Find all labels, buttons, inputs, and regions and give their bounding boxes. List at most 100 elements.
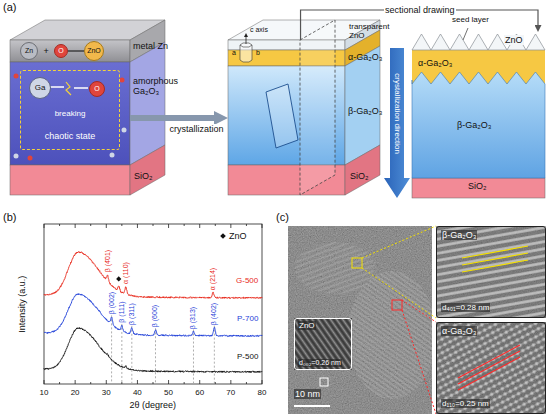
dashed-box: breakingchaotic stateGaO bbox=[20, 70, 120, 150]
node-text: transparent ZnO bbox=[349, 22, 397, 40]
tick bbox=[59, 382, 60, 384]
connector-label: sectional drawing bbox=[384, 5, 456, 15]
tick bbox=[137, 380, 138, 384]
tick-label: 20 bbox=[71, 388, 80, 397]
break-mark bbox=[66, 82, 71, 95]
peak-guide bbox=[155, 328, 156, 383]
atom-circle: O bbox=[54, 44, 68, 58]
atom-dot bbox=[110, 153, 115, 158]
atom-label: Ga bbox=[35, 83, 46, 92]
zno-marker bbox=[116, 276, 121, 281]
tick bbox=[262, 380, 263, 384]
seed-triangle bbox=[412, 34, 431, 50]
beta-band bbox=[412, 72, 545, 178]
axis-head bbox=[244, 33, 248, 37]
legend-text: ZnO bbox=[229, 231, 247, 241]
atom-circle: O bbox=[89, 81, 105, 97]
bond-line bbox=[68, 50, 84, 51]
direction-arrow bbox=[384, 48, 410, 198]
layer-band: SiO₂ bbox=[412, 178, 545, 198]
layer-band: ZnO bbox=[412, 32, 545, 50]
series-label: G-500 bbox=[236, 276, 258, 285]
node-text: ZnO bbox=[504, 35, 524, 45]
peak-label: β (600) bbox=[152, 305, 160, 327]
tick bbox=[75, 224, 76, 228]
front-face bbox=[10, 62, 130, 165]
layer-band: SiO₂ bbox=[10, 165, 130, 195]
axis-label: b bbox=[256, 49, 260, 57]
spacing-mark bbox=[462, 253, 528, 265]
node-text: chaotic state bbox=[21, 131, 119, 141]
inset-ground bbox=[436, 322, 546, 414]
tick bbox=[230, 224, 231, 228]
crystallization-arrow bbox=[130, 115, 214, 121]
node-text: ZnO bbox=[298, 321, 316, 330]
connector-label: crystallization bbox=[169, 124, 225, 134]
broken-bond bbox=[74, 87, 88, 89]
zoom-leader bbox=[362, 268, 436, 318]
side-face bbox=[345, 46, 380, 165]
panel-a-illustration bbox=[10, 20, 545, 198]
node-text: β-Ga₂O₃ bbox=[441, 230, 477, 240]
atom-dot bbox=[14, 74, 19, 79]
tick bbox=[246, 224, 247, 226]
xrd-curve bbox=[44, 328, 262, 373]
tem-inset: α-Ga₂O₃d₁₁₀=0.25 nm bbox=[436, 322, 546, 414]
atom-dot bbox=[14, 154, 19, 159]
axis-title: 2θ (degree) bbox=[130, 400, 177, 410]
layer-band: amorphous Ga₂O₃breakingchaotic stateGaO bbox=[10, 62, 130, 165]
inset-ground bbox=[436, 226, 546, 318]
atom-dot bbox=[28, 156, 33, 161]
inset-noise bbox=[436, 322, 546, 414]
seed-triangle bbox=[431, 34, 450, 50]
peak-guide bbox=[121, 324, 122, 383]
section-plane bbox=[300, 20, 335, 195]
xrd-curve bbox=[44, 251, 262, 298]
side-face bbox=[130, 42, 165, 165]
unit-cell bbox=[266, 84, 298, 148]
layer-band: transparent ZnO bbox=[228, 40, 345, 50]
panel-letter: (b) bbox=[3, 211, 16, 224]
zoom-leader bbox=[402, 310, 436, 414]
node-text: α-Ga₂O₃ bbox=[441, 326, 477, 336]
node-text: SiO₂ bbox=[134, 171, 153, 181]
layer-band: SiO₂ bbox=[228, 165, 345, 195]
front-face bbox=[10, 165, 130, 195]
front-face bbox=[10, 40, 130, 62]
tick bbox=[153, 224, 154, 226]
layer-band: metal ZnZnOZnO bbox=[10, 40, 130, 62]
peak-guide bbox=[111, 315, 112, 383]
plus-sign: + bbox=[44, 46, 49, 56]
seed-triangle bbox=[526, 34, 545, 50]
axis-arrow bbox=[246, 36, 247, 44]
tick-label: 60 bbox=[195, 388, 204, 397]
peak-label: β (4̄01) bbox=[104, 250, 112, 272]
axis-title: Intensity (a.u.) bbox=[17, 276, 27, 333]
node-text: d₄₀₁=0.28 nm bbox=[441, 303, 490, 312]
lattice-grain bbox=[295, 242, 375, 294]
node-text: d₀₀₂=0.26 nm bbox=[298, 359, 342, 367]
inset-noise bbox=[436, 226, 546, 318]
tick bbox=[199, 224, 200, 228]
spacing-mark bbox=[458, 351, 520, 384]
tick bbox=[44, 380, 45, 384]
node-text: SiO₂ bbox=[350, 171, 369, 181]
tem-inset: β-Ga₂O₃ d₄₀₁=0.28 nm bbox=[436, 226, 546, 318]
hex-prism bbox=[240, 43, 252, 62]
side-face bbox=[345, 145, 380, 195]
tick bbox=[246, 382, 247, 384]
zoom-square bbox=[352, 258, 362, 268]
tick bbox=[168, 224, 169, 228]
tick bbox=[44, 224, 45, 228]
layer-band: α-Ga₂O₃ bbox=[412, 50, 545, 78]
node-text: metal Zn bbox=[133, 41, 168, 51]
tick bbox=[230, 380, 231, 384]
spacing-mark bbox=[462, 246, 528, 258]
tick bbox=[184, 224, 185, 226]
axis-label: a bbox=[232, 49, 236, 57]
xrd-curve bbox=[44, 294, 262, 337]
tick bbox=[90, 224, 91, 226]
node-text: β-Ga₂O₃ bbox=[457, 120, 491, 130]
tick bbox=[153, 382, 154, 384]
